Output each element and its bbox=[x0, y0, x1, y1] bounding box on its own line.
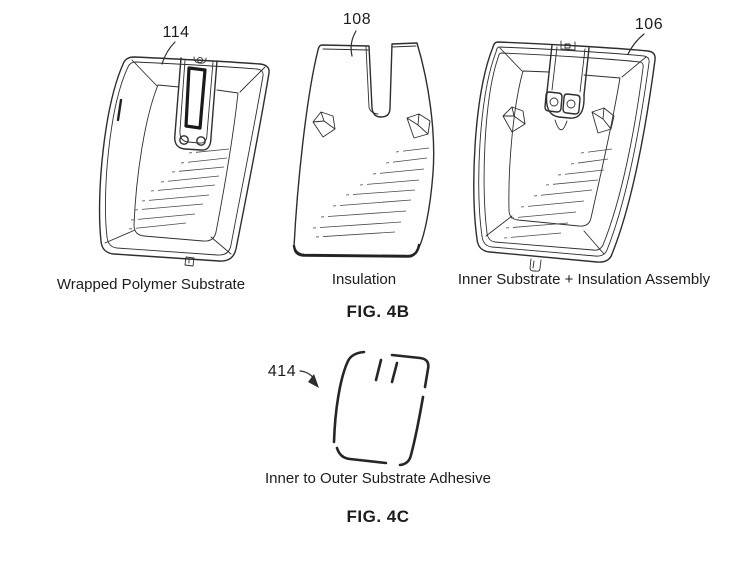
arrowhead-414-icon bbox=[308, 374, 319, 388]
leader-108 bbox=[350, 30, 357, 57]
assembly-left-boss bbox=[502, 106, 526, 133]
label-inner-to-outer-substrate-adhesive: Inner to Outer Substrate Adhesive bbox=[265, 470, 491, 487]
insulation-hatching bbox=[312, 147, 430, 238]
substrate-bottom-tab bbox=[184, 256, 195, 267]
substrate-hatching bbox=[128, 148, 230, 230]
substrate-camera-slot bbox=[174, 56, 218, 151]
ref-numeral-114: 114 bbox=[162, 24, 190, 41]
ref-numeral-106: 106 bbox=[634, 16, 664, 33]
wrapped-polymer-substrate-drawing bbox=[98, 56, 270, 267]
insulation-drawing bbox=[292, 42, 435, 258]
label-inner-substrate-insulation-assembly: Inner Substrate + Insulation Assembly bbox=[457, 271, 711, 288]
figure-4b-caption: FIG. 4B bbox=[346, 302, 410, 321]
assembly-bottom-tab bbox=[529, 258, 542, 272]
ref-numeral-108: 108 bbox=[342, 11, 372, 28]
leader-106 bbox=[627, 33, 645, 55]
adhesive-drawing bbox=[332, 350, 430, 467]
substrate-shell-outline bbox=[98, 56, 270, 262]
label-insulation: Insulation bbox=[331, 271, 397, 288]
ref-numeral-414: 414 bbox=[267, 363, 297, 380]
assembly-hatching bbox=[503, 148, 613, 239]
assembly-drawing bbox=[473, 40, 656, 272]
assembly-frame-outline bbox=[473, 40, 656, 263]
label-wrapped-polymer-substrate: Wrapped Polymer Substrate bbox=[56, 276, 246, 293]
insulation-left-boss bbox=[312, 111, 336, 138]
insulation-outline bbox=[292, 42, 435, 258]
insulation-right-boss bbox=[406, 113, 431, 139]
assembly-camera-slot bbox=[544, 44, 590, 131]
assembly-right-boss bbox=[591, 107, 615, 134]
adhesive-dashed-outline bbox=[332, 350, 430, 467]
figure-4c-caption: FIG. 4C bbox=[346, 507, 410, 526]
leader-lines bbox=[161, 30, 645, 388]
leader-114 bbox=[161, 41, 176, 65]
